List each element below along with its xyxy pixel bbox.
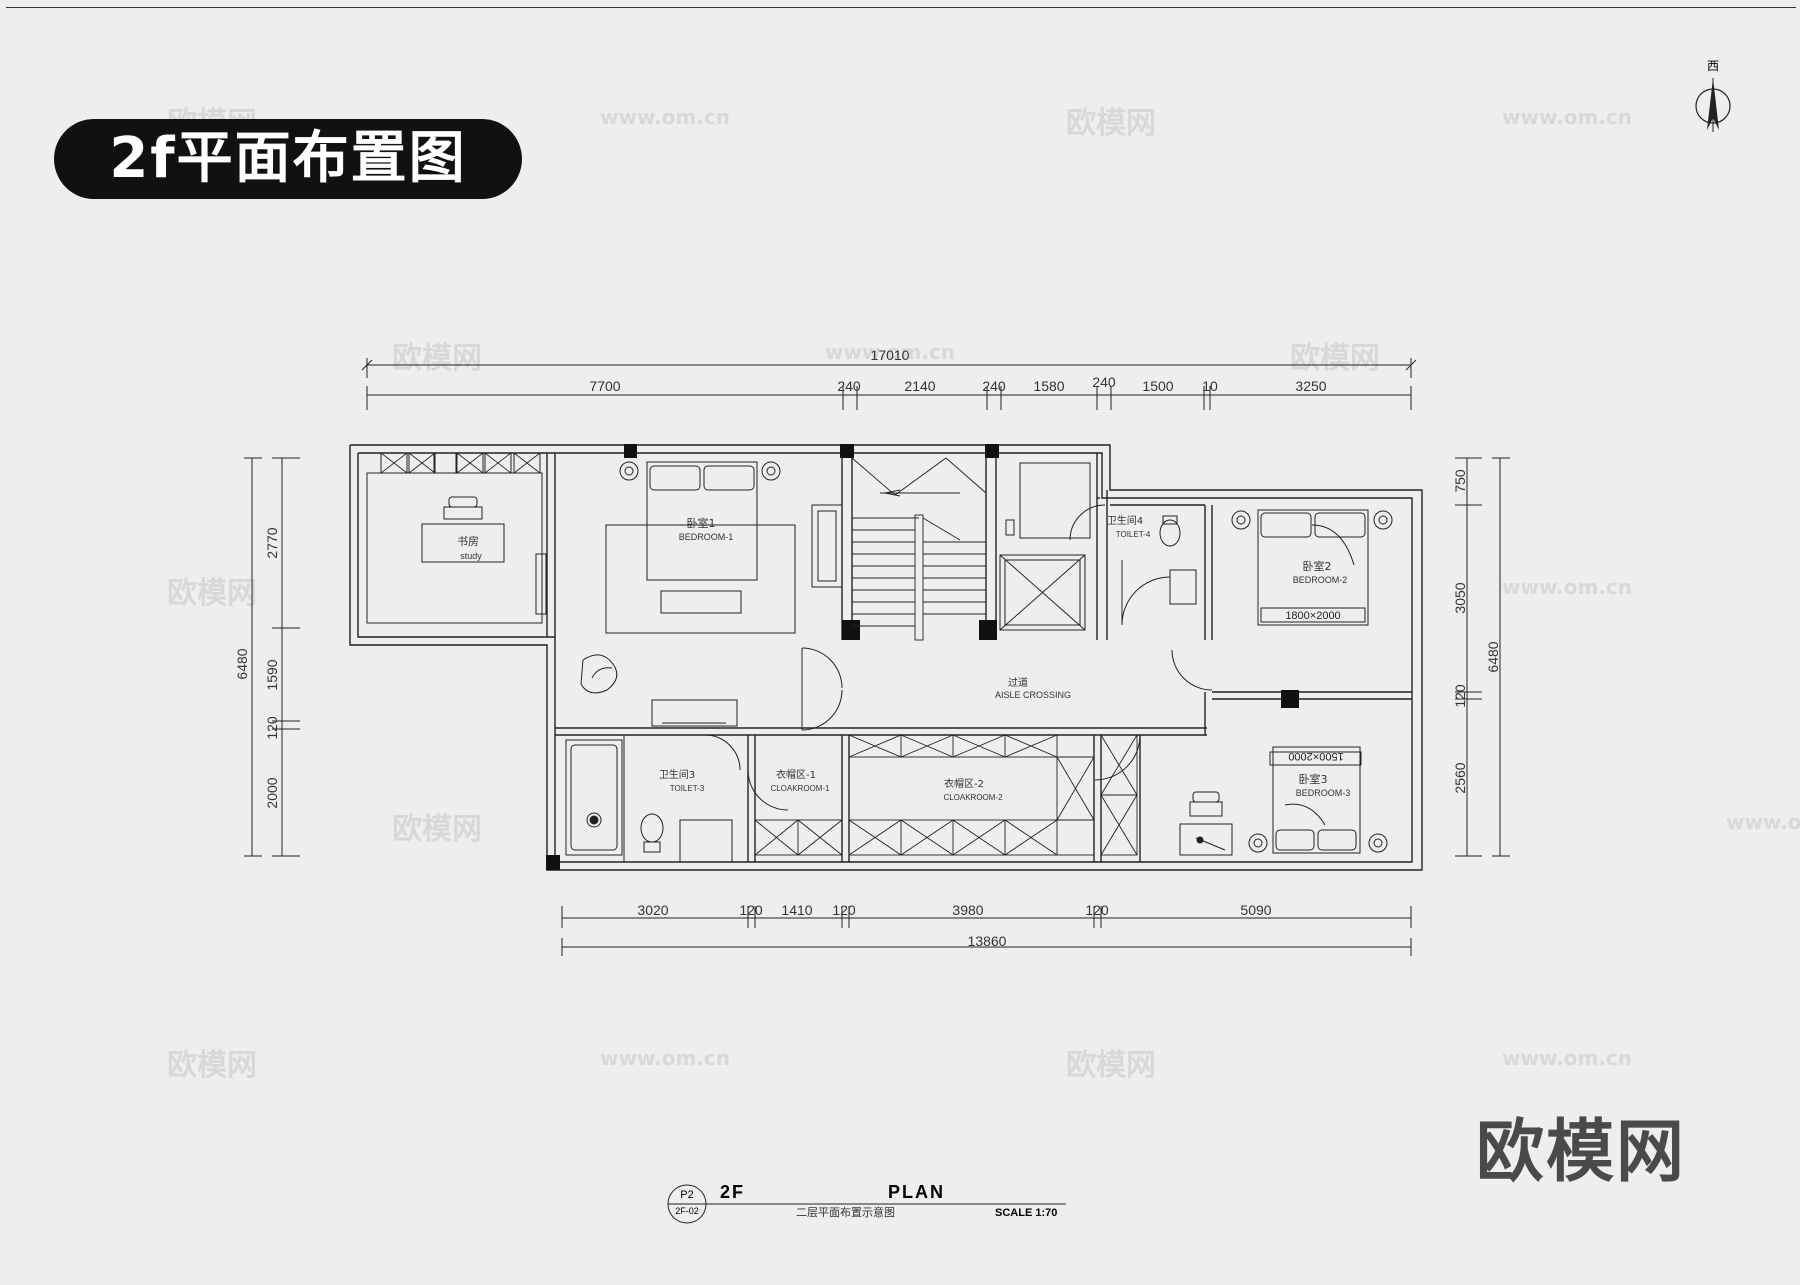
bed2-size: 1800×2000	[1285, 610, 1340, 622]
dim-top: 2140	[904, 378, 935, 394]
columns	[546, 444, 1299, 870]
walls	[349, 444, 1423, 871]
doors	[747, 647, 1141, 811]
dim-bottom: 120	[739, 902, 763, 918]
watermark-url: www.om.cn	[1502, 105, 1633, 129]
room-label-toilet4: 卫生间4	[1107, 514, 1143, 527]
toilet4-fixtures	[1069, 504, 1197, 626]
dim-top: 10	[1202, 378, 1218, 394]
title-block-desc: 二层平面布置示意图	[796, 1205, 895, 1219]
dim-bottom: 120	[832, 902, 856, 918]
watermark-url: www.om.cn	[600, 105, 731, 129]
dim-left: 1590	[264, 659, 280, 690]
watermark: 欧模网	[167, 1048, 257, 1083]
bedroom2-furniture	[1171, 509, 1393, 691]
wardrobes	[754, 734, 1138, 856]
bed3-size: 1500×2000	[1288, 750, 1343, 762]
title-block-sheet: 2F-02	[675, 1206, 699, 1216]
room-label-bedroom3: 卧室3	[1299, 772, 1328, 786]
bedroom1-furniture	[580, 461, 843, 727]
title-block	[667, 1184, 1066, 1224]
watermark-url: www.om.cn	[600, 1046, 731, 1070]
title-block-code: P2	[680, 1189, 693, 1201]
elevator	[999, 462, 1091, 631]
dim-top: 3250	[1295, 378, 1326, 394]
dim-bottom: 120	[1085, 902, 1109, 918]
staircase	[851, 457, 987, 641]
watermark-url: www.om.cn	[1502, 575, 1633, 599]
room-label-aisle: 过道	[1008, 676, 1028, 689]
room-label-cloak1-en: CLOAKROOM-1	[770, 784, 830, 793]
north-label: 西	[1707, 59, 1719, 73]
bedroom3-furniture	[1179, 746, 1388, 856]
north-arrow-icon	[1695, 78, 1731, 132]
dim-top: 240	[837, 378, 861, 394]
watermark: 欧模网	[1066, 1048, 1156, 1083]
dim-left: 2770	[264, 527, 280, 558]
watermark-url: www.om.cn	[1502, 1046, 1633, 1070]
dim-top: 7700	[589, 378, 620, 394]
dim-top: 240	[1092, 374, 1116, 390]
dim-bottom: 3020	[637, 902, 668, 918]
room-label-cloak2-en: CLOAKROOM-2	[943, 793, 1003, 802]
dim-bottom: 3980	[952, 902, 983, 918]
dim-top: 1580	[1033, 378, 1064, 394]
brand-watermark: 欧模网	[1476, 1113, 1687, 1192]
dim-left: 120	[264, 716, 280, 740]
title-block-floor: 2F	[720, 1182, 745, 1202]
watermark-url: www.om.cn	[825, 340, 956, 364]
watermark-url: www.om.cn	[1726, 810, 1800, 834]
title-block-plan: PLAN	[888, 1182, 945, 1202]
room-label-cloak2: 衣帽区-2	[944, 777, 984, 790]
watermark: 欧模网	[167, 576, 257, 611]
watermark: 欧模网	[392, 812, 482, 847]
sheet-frame	[6, 7, 1796, 1280]
dim-left: 2000	[264, 777, 280, 808]
dim-bottom: 1410	[781, 902, 812, 918]
dim-right: 3050	[1452, 582, 1468, 613]
dim-top: 240	[982, 378, 1006, 394]
dim-top: 1500	[1142, 378, 1173, 394]
dim-right-total: 6480	[1485, 641, 1501, 672]
room-label-bedroom2-en: BEDROOM-2	[1293, 575, 1348, 585]
watermark: 欧模网	[1066, 106, 1156, 141]
room-label-toilet3-en: TOILET-3	[670, 784, 705, 793]
watermark: 欧模网	[1290, 341, 1380, 376]
room-label-study-en: study	[460, 551, 482, 561]
page-title: 2f平面布置图	[54, 119, 522, 199]
room-label-bedroom1: 卧室1	[687, 516, 716, 530]
toilet3-fixtures	[565, 734, 741, 863]
room-label-toilet4-en: TOILET-4	[1116, 530, 1151, 539]
dim-bottom: 5090	[1240, 902, 1271, 918]
dim-bottom-total: 13860	[968, 933, 1007, 949]
room-label-cloak1: 衣帽区-1	[776, 768, 816, 781]
room-label-bedroom3-en: BEDROOM-3	[1296, 788, 1351, 798]
dim-left-total: 6480	[234, 648, 250, 679]
title-block-scale: SCALE 1:70	[995, 1207, 1057, 1219]
room-label-aisle-en: AISLE CROSSING	[995, 690, 1071, 700]
room-label-bedroom2: 卧室2	[1303, 559, 1332, 573]
dim-top-total: 17010	[871, 347, 910, 363]
room-label-bedroom1-en: BEDROOM-1	[679, 532, 734, 542]
dim-right: 2560	[1452, 762, 1468, 793]
dim-right: 120	[1452, 684, 1468, 708]
study-furniture	[366, 452, 547, 624]
dim-right: 750	[1452, 469, 1468, 493]
room-label-toilet3: 卫生间3	[659, 768, 695, 781]
room-label-study: 书房	[457, 535, 479, 548]
watermark: 欧模网	[392, 341, 482, 376]
